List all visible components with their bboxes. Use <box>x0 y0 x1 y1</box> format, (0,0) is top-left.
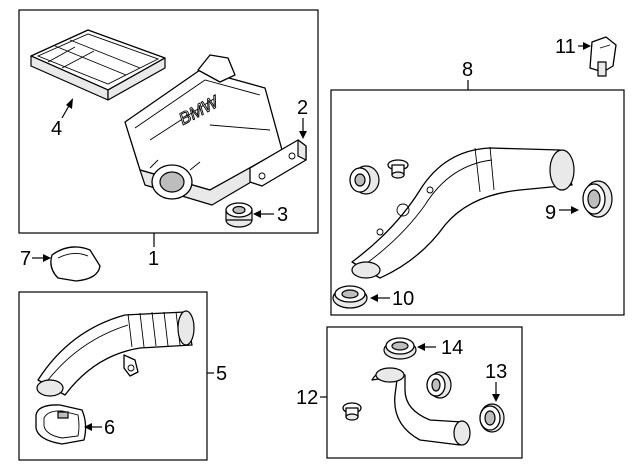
callout-1: 1 <box>148 248 159 270</box>
seal-part-10[interactable] <box>332 285 368 309</box>
callout-14: 14 <box>441 337 463 359</box>
push-pin-lower[interactable] <box>342 402 362 421</box>
callout-13: 13 <box>485 361 507 383</box>
callout-7: 7 <box>20 248 31 270</box>
callout-2: 2 <box>297 97 308 119</box>
callout-12: 12 <box>296 387 318 409</box>
grommet-lower[interactable] <box>426 371 452 399</box>
push-pin[interactable] <box>387 159 409 179</box>
group-box-air-cleaner <box>18 9 319 234</box>
callout-5: 5 <box>216 363 227 385</box>
callout-6: 6 <box>104 417 115 439</box>
callout-3: 3 <box>277 204 288 226</box>
air-cleaner-housing[interactable]: BMW <box>124 54 283 206</box>
resonator-duct-part-8[interactable] <box>351 146 575 279</box>
intake-cap-part-7[interactable] <box>50 246 101 282</box>
group-box-resonator-duct <box>330 89 625 316</box>
intake-duct-part-5[interactable] <box>36 310 195 397</box>
seal-part-14[interactable] <box>383 337 417 360</box>
group-box-intake-duct <box>18 291 208 461</box>
sensor-part-11[interactable] <box>589 36 617 77</box>
housing-bracket[interactable] <box>249 139 307 187</box>
callout-4: 4 <box>51 118 62 140</box>
duct-clamp-part-6[interactable] <box>35 404 87 445</box>
seal-part-9[interactable] <box>582 180 613 218</box>
air-filter-element[interactable] <box>30 29 166 101</box>
callout-9: 9 <box>545 202 556 224</box>
grommet-left[interactable] <box>349 165 380 195</box>
seal-part-13[interactable] <box>479 403 505 433</box>
grommet-part-3[interactable] <box>225 202 253 228</box>
lower-duct-part-12[interactable] <box>371 367 471 446</box>
callout-8: 8 <box>462 59 473 81</box>
callout-11: 11 <box>555 36 576 58</box>
group-box-lower-duct <box>326 326 523 459</box>
callout-10: 10 <box>392 288 414 310</box>
